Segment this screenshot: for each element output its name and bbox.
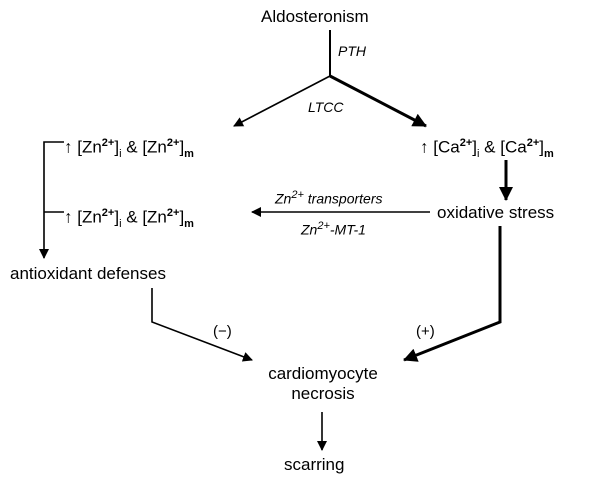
zinc-label: [Zn (142, 137, 167, 157)
up-arrow-icon: ↑ (420, 137, 429, 157)
edge-label-plus: (+) (416, 323, 435, 340)
node-oxidative-stress: oxidative stress (437, 203, 555, 222)
zinc-charge: 2+ (101, 207, 115, 219)
edge-oxidative-to-necrosis (403, 226, 502, 362)
zinc-label: [Zn (142, 207, 167, 227)
transporters-suffix: transporters (303, 190, 383, 207)
edge-label-minus: (−) (213, 323, 232, 340)
bracket-close: ] (539, 137, 544, 157)
node-antioxidant-defenses: antioxidant defenses (10, 264, 166, 283)
calcium-label: [Ca (500, 137, 527, 157)
ampersand: & (121, 137, 143, 157)
up-arrow-icon: ↑ (64, 137, 73, 157)
zinc-label: [Zn (77, 137, 102, 157)
subscript-m: m (184, 218, 194, 231)
edge-branch-to-zinc (233, 75, 331, 127)
node-cardiomyocyte-necrosis: cardiomyocyte necrosis (256, 364, 390, 404)
edge-label-zn-mt1: Zn2+-MT-1 (301, 217, 366, 239)
bracket-close: ] (179, 207, 185, 227)
subscript-i: i (119, 218, 122, 231)
calcium-charge: 2+ (459, 137, 473, 149)
subscript-i: i (476, 148, 480, 161)
mt1-suffix: -MT-1 (329, 221, 366, 238)
bracket-close: ] (114, 207, 120, 227)
bracket-close: ] (472, 137, 477, 157)
zn-charge: 2+ (317, 220, 330, 232)
bracket-close: ] (114, 137, 120, 157)
edge-zinc-bracket (39, 141, 64, 259)
node-aldosteronism: Aldosteronism (261, 7, 369, 26)
necrosis-line2: necrosis (291, 384, 355, 403)
node-scarring: scarring (284, 455, 345, 474)
bracket-close: ] (179, 137, 185, 157)
ampersand: & (479, 137, 501, 157)
edge-label-ltcc: LTCC (308, 99, 344, 115)
subscript-m: m (543, 148, 554, 161)
ampersand: & (121, 207, 143, 227)
necrosis-line1: cardiomyocyte (268, 364, 378, 383)
zinc-charge: 2+ (166, 207, 180, 219)
node-zinc-mid: ↑ [Zn2+]i & [Zn2+]m (64, 203, 194, 234)
calcium-label: [Ca (433, 137, 460, 157)
calcium-charge: 2+ (526, 137, 540, 149)
edge-label-pth: PTH (338, 43, 366, 59)
zn-charge: 2+ (291, 189, 304, 201)
edge-branch-to-calcium (329, 74, 427, 128)
edge-label-zn-transporters: Zn2+ transporters (275, 186, 382, 208)
zinc-charge: 2+ (101, 137, 115, 149)
zn-prefix: Zn (275, 190, 292, 207)
up-arrow-icon: ↑ (64, 207, 73, 227)
subscript-m: m (184, 148, 194, 161)
subscript-i: i (119, 148, 122, 161)
node-zinc-top: ↑ [Zn2+]i & [Zn2+]m (64, 133, 194, 164)
zinc-label: [Zn (77, 207, 102, 227)
node-calcium: ↑ [Ca2+]i & [Ca2+]m (420, 133, 554, 164)
zinc-charge: 2+ (166, 137, 180, 149)
zn-prefix: Zn (301, 221, 318, 238)
edge-antioxidant-to-necrosis (151, 288, 253, 362)
